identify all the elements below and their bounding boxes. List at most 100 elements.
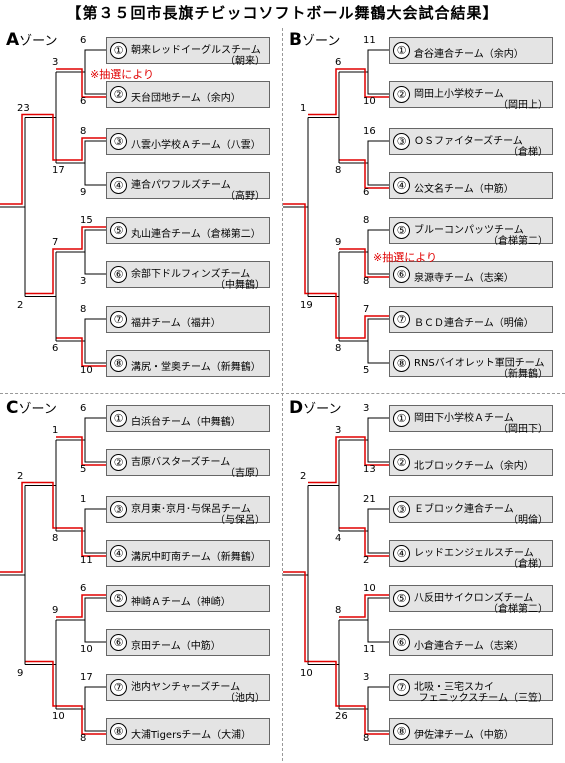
bracket-line <box>25 440 57 531</box>
score-round2: 3 <box>52 57 59 68</box>
zone-letter: B <box>289 30 302 50</box>
team-name: 小倉連合チーム（志楽） <box>414 641 524 652</box>
score-round1: 8 <box>80 126 87 137</box>
team-affiliation: （吉原） <box>225 468 265 479</box>
team-box: ④ 溝尻中町南チーム（新舞鶴） <box>106 540 270 567</box>
team-name: 連合パワフルズチーム <box>131 180 231 191</box>
winner-line <box>339 705 389 735</box>
zone-letter: A <box>6 30 20 50</box>
team-number-badge: ① <box>393 42 410 59</box>
score-final: 9 <box>17 667 24 679</box>
team-name: 天台団地チーム（余内） <box>131 93 241 104</box>
team-number-badge: ④ <box>393 177 410 194</box>
team-name: 岡田上小学校チーム <box>414 89 504 100</box>
bracket-line <box>283 485 309 665</box>
lottery-note: ※抽選により <box>373 251 437 264</box>
score-round1: 6 <box>80 403 87 414</box>
team-name: 福井チーム（福井） <box>131 318 221 329</box>
team-number-badge: ⑤ <box>393 590 410 607</box>
bracket-line <box>339 508 389 554</box>
team-number-badge: ⑦ <box>110 679 127 696</box>
team-name: 神崎Ａチーム（神崎） <box>131 597 231 608</box>
team-name: Ｅブロック連合チーム <box>414 504 514 515</box>
bracket-line <box>308 620 340 709</box>
score-round2: 8 <box>335 605 342 616</box>
score-round2: 7 <box>52 237 59 248</box>
score-round1: 6 <box>363 187 370 198</box>
team-affiliation: （与保呂） <box>215 515 265 526</box>
team-number-badge: ① <box>393 410 410 427</box>
team-name: レッドエンジェルスチーム <box>414 548 534 559</box>
winner-line <box>56 436 106 466</box>
team-number-badge: ⑧ <box>110 723 127 740</box>
zone-label: Dゾーン <box>289 398 341 418</box>
winner-line <box>25 660 56 707</box>
team-affiliation: （中舞鶴） <box>215 280 265 291</box>
team-name: ＯＳファイターズチーム <box>414 136 523 147</box>
score-round2: 6 <box>335 57 342 68</box>
team-name: 池内ヤンチャーズチーム <box>131 682 241 693</box>
team-number-badge: ① <box>110 410 127 427</box>
zone-letter: D <box>289 398 304 418</box>
team-name: ブルーコンパッツチーム <box>414 225 524 236</box>
score-round1: 17 <box>80 672 93 683</box>
team-name: 丸山連合チーム（倉梯第二） <box>131 229 261 240</box>
team-number-badge: ③ <box>393 133 410 150</box>
score-round2: 8 <box>335 165 342 176</box>
bracket-line <box>339 686 389 732</box>
team-number-badge: ④ <box>110 545 127 562</box>
score-round2: 9 <box>52 605 59 616</box>
score-round1: 10 <box>80 365 93 376</box>
score-round1: 11 <box>80 555 93 566</box>
winner-line <box>56 527 106 557</box>
score-round2: 10 <box>52 711 65 722</box>
team-number-badge: ③ <box>110 501 127 518</box>
bracket-line <box>283 117 309 297</box>
team-affiliation: （倉梯第二） <box>488 604 548 615</box>
team-number-badge: ② <box>393 86 410 103</box>
score-round1: 21 <box>363 494 376 505</box>
score-round1: 16 <box>363 126 376 137</box>
zone-label: Bゾーン <box>289 30 340 50</box>
team-name: 公文名チーム（中筋） <box>414 184 514 195</box>
bracket-lines <box>0 417 106 735</box>
bracket-lines <box>0 49 106 367</box>
bracket-line <box>25 252 57 341</box>
score-round1: 15 <box>80 215 93 226</box>
winner-line <box>56 226 106 250</box>
score-round1: 10 <box>363 583 376 594</box>
score-final: 2 <box>17 470 24 482</box>
team-name: 溝尻中町南チーム（新舞鶴） <box>131 552 261 563</box>
score-round2: 1 <box>52 425 59 436</box>
team-name: 岡田下小学校Ａチーム <box>414 413 514 424</box>
team-name: 泉源寺チーム（志楽） <box>414 273 514 284</box>
zone-suffix: ゾーン <box>19 34 58 49</box>
score-round1: 13 <box>363 464 376 475</box>
bracket-line <box>25 620 57 709</box>
winner-line <box>283 571 308 663</box>
zone-letter: C <box>6 398 19 418</box>
lottery-note: ※抽選により <box>90 68 154 81</box>
team-affiliation: （倉梯第二） <box>488 236 548 247</box>
winner-line <box>56 705 106 735</box>
team-number-badge: ① <box>110 42 127 59</box>
score-round1: 8 <box>80 733 87 744</box>
bracket-line <box>56 140 106 186</box>
winner-line <box>339 527 389 557</box>
team-name: 北ブロックチーム（余内） <box>414 461 534 472</box>
score-round1: 5 <box>80 464 87 475</box>
team-number-badge: ③ <box>110 133 127 150</box>
